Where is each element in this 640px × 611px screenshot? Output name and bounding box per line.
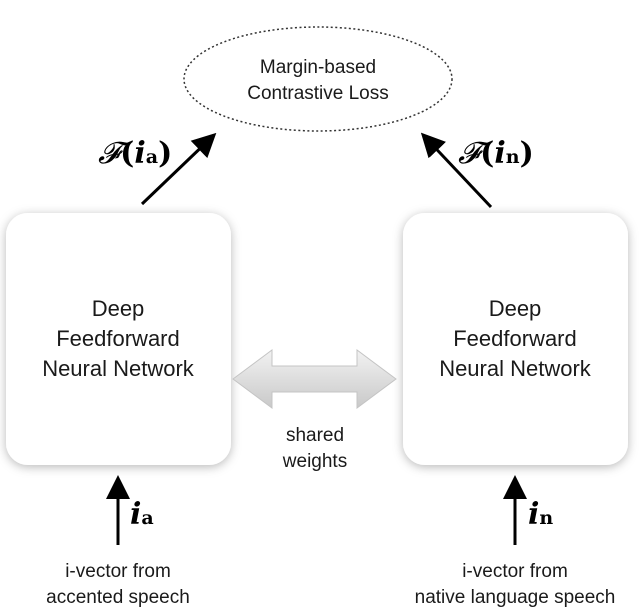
right-output-var: i <box>494 136 505 171</box>
loss-label-line1: Margin-based <box>260 57 376 78</box>
left-network-label-line3: Neural Network <box>42 356 195 381</box>
right-input-var: i <box>528 497 539 532</box>
right-network-label-line1: Deep <box>489 296 542 321</box>
double-arrow-shape <box>232 349 397 409</box>
left-output-var: i <box>134 136 145 171</box>
left-input-caption-line2: accented speech <box>46 587 190 608</box>
left-input-var: i <box>130 497 141 532</box>
right-input-label: in <box>528 497 553 532</box>
left-network-label-line1: Deep <box>92 296 145 321</box>
left-output-open: ( <box>120 136 134 171</box>
right-network-label-line3: Neural Network <box>439 356 592 381</box>
right-input-sub: n <box>539 507 553 529</box>
right-output-arrow <box>420 132 493 209</box>
right-input-caption-line1: i-vector from <box>462 561 568 582</box>
loss-label-line2: Contrastive Loss <box>247 83 389 104</box>
right-output-label: 𝓕(in) <box>458 136 534 171</box>
left-output-close: ) <box>158 136 172 171</box>
shared-weights-double-arrow <box>232 349 397 409</box>
shared-weights-label-line1: shared <box>286 425 344 446</box>
left-network-label-line2: Feedforward <box>56 326 180 351</box>
shared-weights-label-line2: weights <box>282 451 347 472</box>
right-network-box: Deep Feedforward Neural Network <box>403 213 628 465</box>
contrastive-loss-node: Margin-based Contrastive Loss <box>183 26 453 132</box>
left-network-box: Deep Feedforward Neural Network <box>6 213 231 465</box>
right-network-rect <box>403 213 628 465</box>
right-network-label-line2: Feedforward <box>453 326 577 351</box>
left-input-caption-line1: i-vector from <box>65 561 171 582</box>
loss-ellipse <box>183 26 453 132</box>
right-output-sub: n <box>506 146 520 168</box>
left-input-label: ia <box>130 497 154 532</box>
left-output-label: 𝓕(ia) <box>98 136 172 171</box>
right-output-open: ( <box>480 136 494 171</box>
right-output-close: ) <box>520 136 534 171</box>
left-output-sub: a <box>146 146 158 168</box>
left-network-rect <box>6 213 231 465</box>
left-output-arrow <box>140 132 217 206</box>
right-input-caption-line2: native language speech <box>415 587 616 608</box>
left-input-sub: a <box>141 507 153 529</box>
